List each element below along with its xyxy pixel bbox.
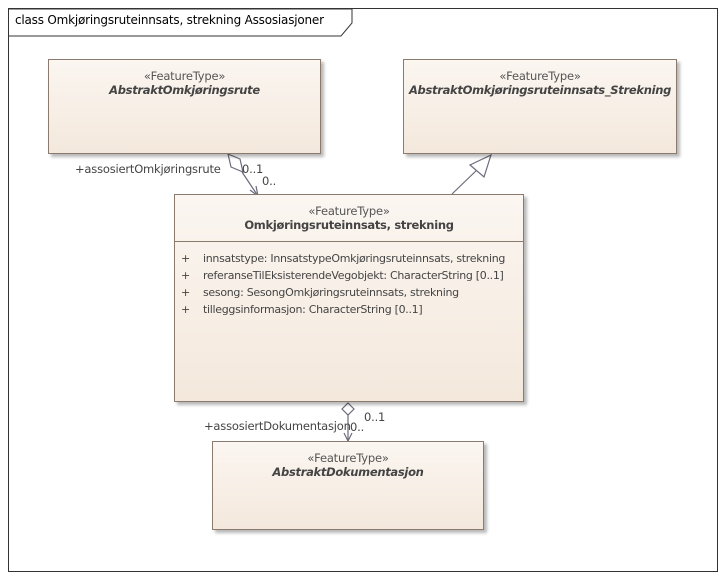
- attribute-divider: [175, 241, 523, 242]
- multiplicity-label: 0..: [350, 420, 365, 434]
- role-label-assosiert-omkjoringsrute: +assosiertOmkjøringsrute: [75, 162, 221, 176]
- assoc-rute-line: [241, 171, 259, 197]
- class-abstrakt-omkjoringsrute[interactable]: «FeatureType» AbstraktOmkjøringsrute: [48, 59, 321, 154]
- attribute-row: +innsatstype: InnsatstypeOmkjøringsrutei…: [181, 252, 506, 265]
- diagram-frame: class Omkjøringsruteinnsats, strekning A…: [8, 8, 718, 572]
- attribute-row: +referanseTilEksisterendeVegobjekt: Char…: [181, 269, 504, 282]
- class-abstrakt-dokumentasjon[interactable]: «FeatureType» AbstraktDokumentasjon: [212, 441, 484, 530]
- generalization-line: [451, 166, 481, 195]
- attribute-row: +tilleggsinformasjon: CharacterString [0…: [181, 303, 423, 316]
- class-omkjoringsruteinnsats-strekning[interactable]: «FeatureType» Omkjøringsruteinnsats, str…: [174, 194, 524, 402]
- class-name: AbstraktDokumentasjon: [272, 465, 424, 479]
- frame-title-tab: [9, 9, 353, 37]
- multiplicity-label: 0..: [262, 174, 277, 188]
- stereotype-label: «FeatureType»: [307, 451, 389, 465]
- stereotype-label: «FeatureType»: [143, 69, 226, 83]
- multiplicity-label: 0..1: [364, 410, 386, 424]
- stereotype-label: «FeatureType»: [308, 204, 390, 218]
- class-name: Omkjøringsruteinnsats, strekning: [244, 218, 454, 232]
- generalization-arrowhead: [468, 153, 492, 179]
- stereotype-label: «FeatureType»: [499, 69, 581, 83]
- class-name: AbstraktOmkjøringsrute: [109, 83, 260, 97]
- frame-title: class Omkjøringsruteinnsats, strekning A…: [15, 13, 324, 27]
- assoc-rute-diamond: [227, 152, 244, 174]
- role-label-assosiert-dokumentasjon: +assosiertDokumentasjon: [204, 419, 351, 433]
- multiplicity-label: 0..1: [242, 162, 264, 176]
- assoc-dok-diamond: [341, 402, 355, 416]
- class-name: AbstraktOmkjøringsruteinnsats_Strekning: [408, 83, 672, 97]
- class-abstrakt-omkjoringsruteinnsats-strekning[interactable]: «FeatureType» AbstraktOmkjøringsruteinns…: [403, 59, 677, 154]
- attribute-row: +sesong: SesongOmkjøringsruteinnsats, st…: [181, 286, 459, 299]
